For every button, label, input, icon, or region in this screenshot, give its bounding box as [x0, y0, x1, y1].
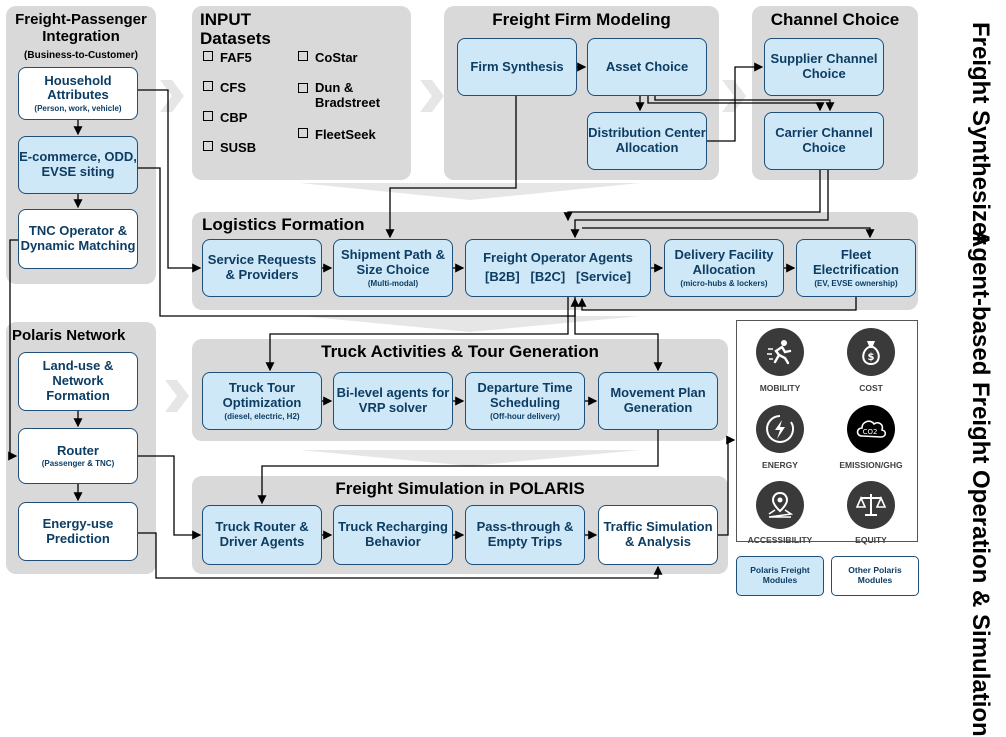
scales-icon: [847, 481, 895, 529]
tnc-operator-box: TNC Operator & Dynamic Matching: [18, 209, 138, 269]
legend-other-modules: Other Polaris Modules: [831, 556, 919, 596]
checkbox-icon: [298, 51, 308, 61]
input-title: INPUT Datasets: [200, 10, 271, 48]
fpi-subtitle: (Business-to-Customer): [24, 50, 138, 61]
metric-label-mobility: MOBILITY: [759, 383, 801, 393]
pass-through-box: Pass-through & Empty Trips: [465, 505, 585, 565]
bilevel-agents-box: Bi-level agents for VRP solver: [333, 372, 453, 430]
svg-text:CO2: CO2: [863, 428, 878, 436]
co2-cloud-icon: CO2: [847, 405, 895, 453]
agent-based-simulation-label: Agent-based Freight Operation & Simulati…: [967, 230, 994, 737]
checkbox-icon: [203, 141, 213, 151]
carrier-channel-box: Carrier Channel Choice: [764, 112, 884, 170]
truck-tour-optimization-box: Truck Tour Optimization(diesel, electric…: [202, 372, 322, 430]
metric-label-emission: EMISSION/GHG: [839, 460, 903, 470]
polaris-title: Polaris Network: [12, 327, 126, 344]
legend-freight-modules: Polaris Freight Modules: [736, 556, 824, 596]
checkbox-icon: [203, 81, 213, 91]
truck-recharging-box: Truck Recharging Behavior: [333, 505, 453, 565]
freight-operator-agents-box: Freight Operator Agents [B2B] [B2C] [Ser…: [465, 239, 651, 297]
landuse-box: Land-use & Network Formation: [18, 352, 138, 411]
metric-label-energy: ENERGY: [762, 460, 798, 470]
foa-tag-service: [Service]: [576, 269, 631, 284]
ffm-title: Freight Firm Modeling: [492, 10, 671, 29]
foa-tag-b2b: [B2B]: [485, 269, 520, 284]
checkbox-icon: [203, 51, 213, 61]
departure-time-box: Departure Time Scheduling(Off-hour deliv…: [465, 372, 585, 430]
movement-plan-box: Movement Plan Generation: [598, 372, 718, 430]
energy-use-box: Energy-use Prediction: [18, 502, 138, 561]
freight-synthesizer-label: Freight Synthesizer: [967, 22, 994, 245]
router-box: Router(Passenger & TNC): [18, 428, 138, 484]
supplier-channel-box: Supplier Channel Choice: [764, 38, 884, 96]
energy-icon: [756, 405, 804, 453]
foa-tag-b2c: [B2C]: [530, 269, 566, 284]
dataset-dun-bradstreet: Dun & Bradstreet: [298, 80, 395, 111]
fpi-title: Freight-Passenger Integration: [15, 11, 147, 45]
fsim-title: Freight Simulation in POLARIS: [335, 479, 585, 498]
metric-label-cost: COST: [859, 383, 883, 393]
asset-choice-box: Asset Choice: [587, 38, 707, 96]
truck-router-box: Truck Router & Driver Agents: [202, 505, 322, 565]
dataset-susb: SUSB: [203, 140, 256, 155]
delivery-facility-box: Delivery Facility Allocation(micro-hubs …: [664, 239, 784, 297]
dataset-costar: CoStar: [298, 50, 358, 65]
checkbox-icon: [203, 111, 213, 121]
household-attributes-box: Household Attributes(Person, work, vehic…: [18, 67, 138, 120]
metric-label-accessibility: ACCESSIBILITY: [747, 535, 813, 545]
dataset-faf5: FAF5: [203, 50, 252, 65]
svg-text:$: $: [868, 352, 875, 363]
checkbox-icon: [298, 83, 308, 93]
firm-synthesis-box: Firm Synthesis: [457, 38, 577, 96]
dataset-fleetseek: FleetSeek: [298, 127, 376, 142]
checkbox-icon: [298, 128, 308, 138]
dataset-cfs: CFS: [203, 80, 246, 95]
shipment-path-box: Shipment Path & Size Choice(Multi-modal): [333, 239, 453, 297]
truck-title: Truck Activities & Tour Generation: [321, 342, 599, 361]
ecommerce-box: E-commerce, ODD, EVSE siting: [18, 136, 138, 194]
dataset-cbp: CBP: [203, 110, 247, 125]
mobility-icon: [756, 328, 804, 376]
money-bag-icon: $: [847, 328, 895, 376]
lf-title: Logistics Formation: [202, 215, 365, 234]
cc-title: Channel Choice: [770, 10, 900, 29]
distribution-center-box: Distribution Center Allocation: [587, 112, 707, 170]
service-requests-box: Service Requests & Providers: [202, 239, 322, 297]
location-map-icon: [756, 481, 804, 529]
traffic-simulation-box: Traffic Simulation & Analysis: [598, 505, 718, 565]
metric-label-equity: EQUITY: [855, 535, 887, 545]
fleet-electrification-box: Fleet Electrification(EV, EVSE ownership…: [796, 239, 916, 297]
input-datasets-panel: [192, 6, 411, 180]
